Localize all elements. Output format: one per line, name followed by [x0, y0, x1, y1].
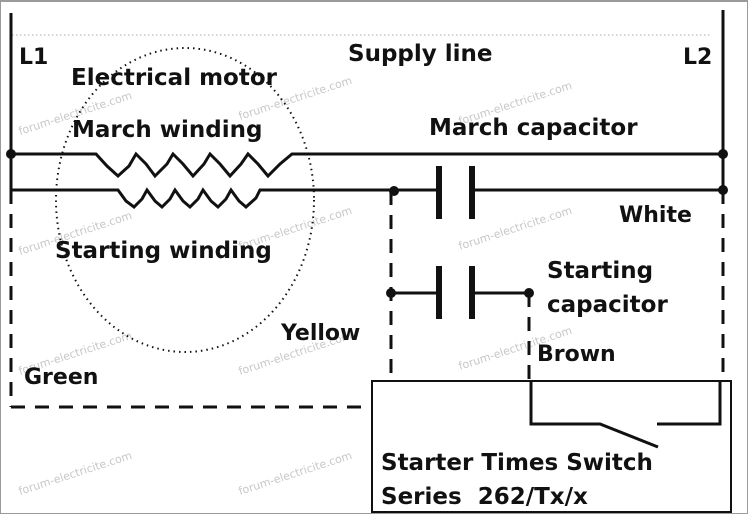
switch-label-2: Series 262/Tx/x — [381, 484, 588, 510]
motor-label: Electrical motor — [71, 65, 278, 91]
dashed-wires — [9, 190, 725, 409]
switch-box — [371, 380, 732, 513]
watermark: forum-electricite.com — [17, 449, 134, 498]
l2-label: L2 — [683, 45, 712, 70]
yellow-wire-label: Yellow — [280, 321, 360, 346]
switch-contact-right — [657, 381, 722, 426]
march-winding-wire — [11, 151, 723, 179]
supply-line-label: Supply line — [348, 41, 493, 67]
brown-wire-label: Brown — [537, 342, 616, 367]
junction-dot — [6, 149, 16, 159]
green-wire-label: Green — [24, 365, 98, 390]
switch-label-1: Starter Times Switch — [381, 450, 653, 476]
starting-capacitor-label-1: Starting — [547, 258, 653, 284]
starting-winding-wire — [11, 187, 438, 210]
march-capacitor-symbol — [436, 166, 475, 219]
junction-dot — [718, 149, 728, 159]
march-capacitor-label: March capacitor — [429, 115, 638, 141]
starting-winding-label: Starting winding — [55, 238, 272, 264]
white-wire-label: White — [619, 203, 692, 228]
starting-capacitor-label-2: capacitor — [547, 292, 668, 318]
motor-outline — [55, 47, 315, 353]
switch-contact-left — [529, 381, 659, 449]
march-winding-label: March winding — [72, 117, 262, 143]
watermark: forum-electricite.com — [237, 449, 354, 498]
starting-capacitor-symbol — [391, 266, 529, 319]
l1-label: L1 — [19, 45, 48, 70]
